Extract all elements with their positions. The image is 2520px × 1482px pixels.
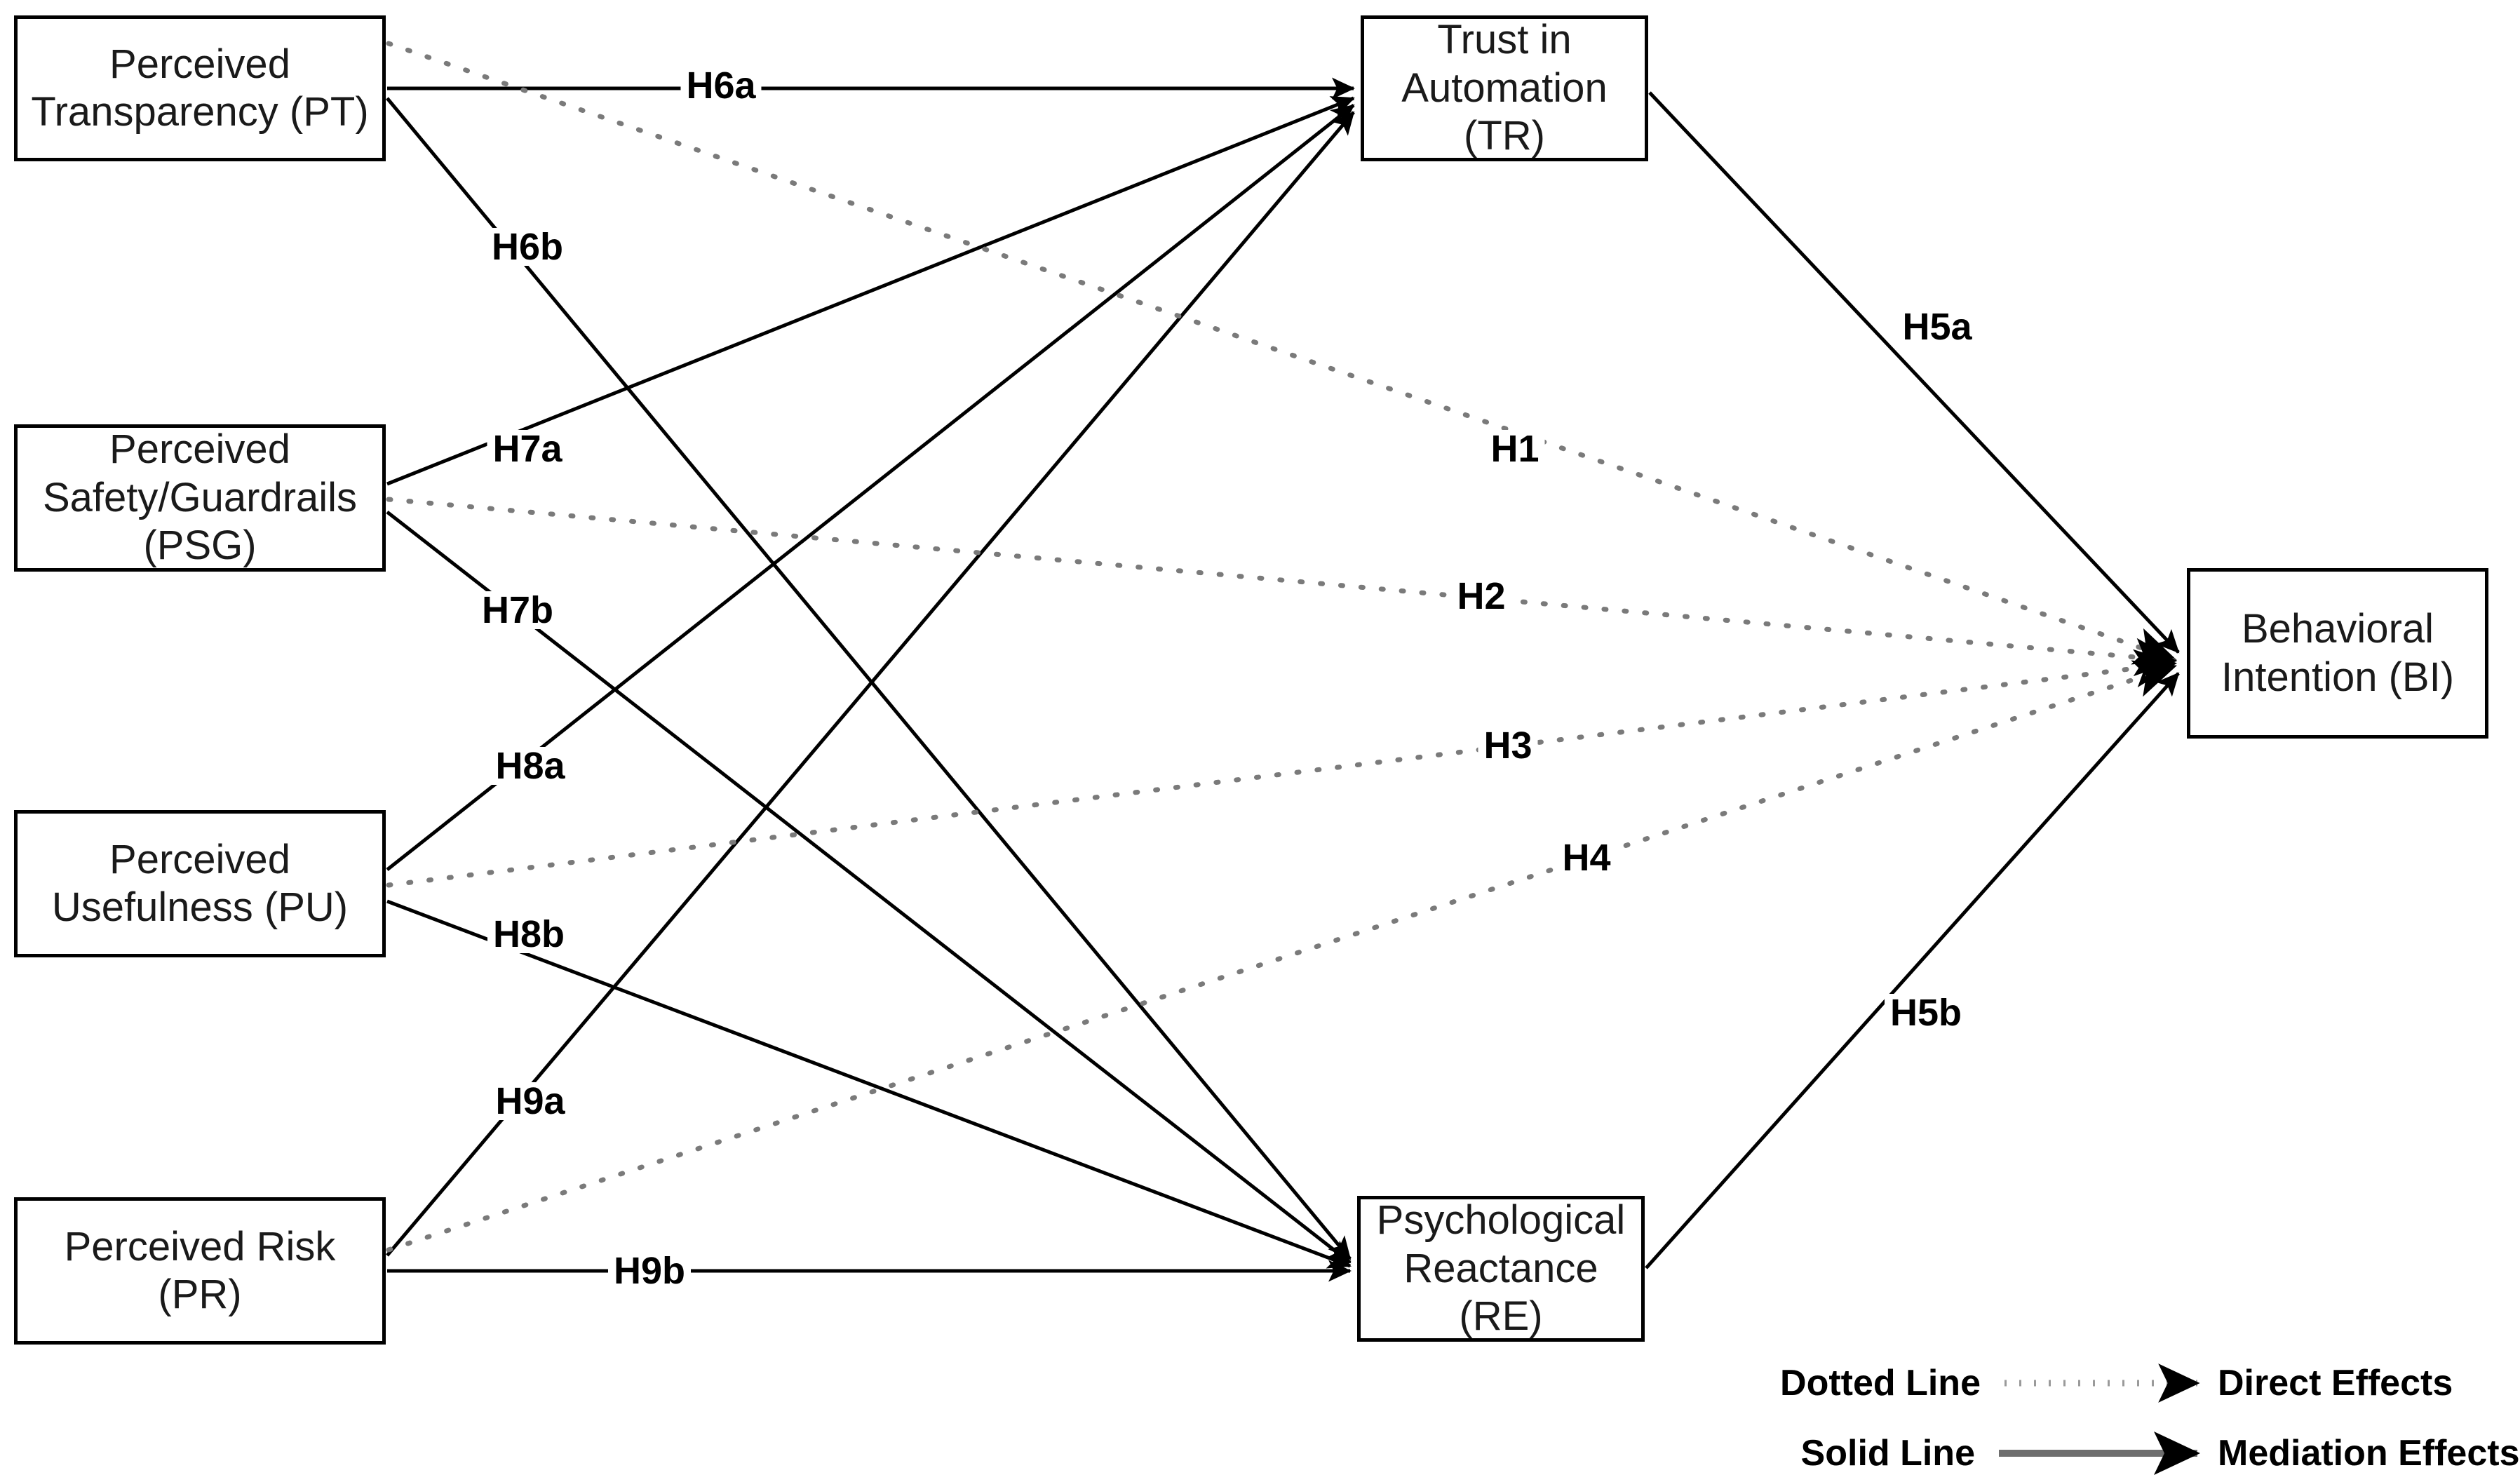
- edge-label-H2: H2: [1451, 577, 1511, 615]
- node-trust-in-automation[interactable]: Trust in Automation (TR): [1361, 15, 1648, 161]
- edge-label-H6b: H6b: [485, 228, 570, 266]
- edge-H6b: [386, 97, 1352, 1260]
- node-perceived-risk[interactable]: Perceived Risk (PR): [14, 1197, 386, 1345]
- edge-label-H8a: H8a: [490, 747, 571, 785]
- edge-label-H7a: H7a: [487, 430, 568, 468]
- edge-H7a: [386, 96, 1355, 486]
- node-behavioral-intention[interactable]: Behavioral Intention (BI): [2187, 568, 2488, 739]
- node-perceived-usefulness[interactable]: Perceived Usefulness (PU): [14, 810, 386, 957]
- edge-H5a: [1648, 91, 2180, 654]
- edge-H3: [386, 649, 2178, 888]
- edge-H9a: [386, 111, 1355, 1257]
- edge-H5b: [1645, 672, 2180, 1269]
- legend-meaning-direct-effects: Direct Effects: [2218, 1363, 2453, 1403]
- legend-meaning-mediation-effects: Mediation Effects: [2218, 1433, 2520, 1474]
- edge-H8b: [386, 899, 1352, 1269]
- edge-H2: [386, 497, 2178, 677]
- node-perceived-transparency[interactable]: Perceived Transparency (PT): [14, 15, 386, 161]
- edge-label-H9b: H9b: [607, 1252, 692, 1290]
- edge-H7b: [386, 511, 1352, 1264]
- edge-label-H6a: H6a: [680, 67, 762, 105]
- node-psychological-reactance[interactable]: Psychological Reactance (RE): [1357, 1196, 1645, 1342]
- node-perceived-safety-guardrails[interactable]: Perceived Safety/Guardrails (PSG): [14, 424, 386, 572]
- edge-label-H9a: H9a: [490, 1082, 571, 1120]
- edge-label-H7b: H7b: [476, 591, 560, 629]
- edge-H8a: [386, 104, 1355, 871]
- edge-label-H3: H3: [1478, 727, 1538, 764]
- edge-label-H5a: H5a: [1896, 308, 1978, 346]
- edge-label-H8b: H8b: [487, 915, 571, 953]
- edge-label-H5b: H5b: [1884, 994, 1968, 1032]
- edge-label-H4: H4: [1556, 839, 1617, 877]
- edge-label-H1: H1: [1485, 430, 1545, 468]
- legend-label-dotted-line: Dotted Line: [1780, 1363, 1981, 1403]
- edge-H4: [386, 660, 2177, 1253]
- edge-H1: [386, 41, 2177, 665]
- legend-label-solid-line: Solid Line: [1800, 1433, 1975, 1474]
